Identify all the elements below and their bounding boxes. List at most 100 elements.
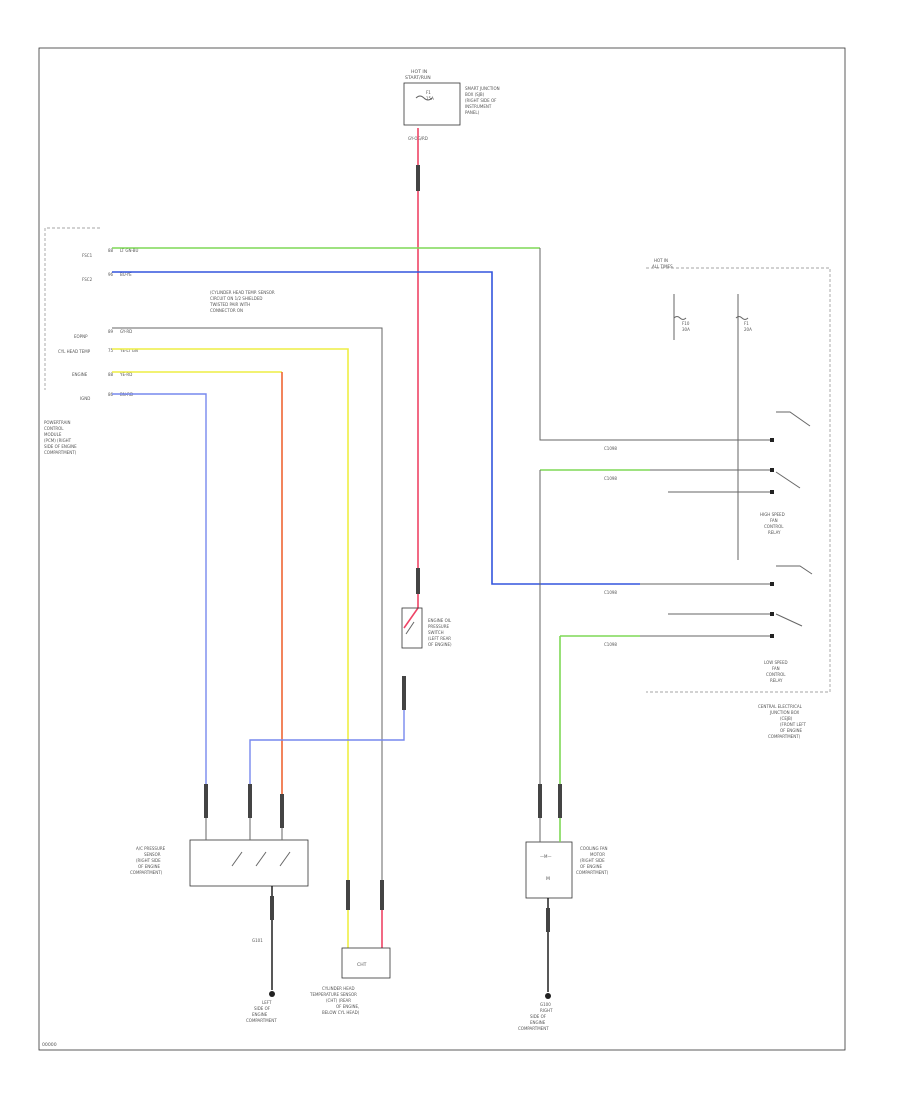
svg-text:OF ENGINE): OF ENGINE) bbox=[428, 642, 452, 647]
svg-text:A/C PRESSURE: A/C PRESSURE bbox=[136, 846, 166, 851]
ac-pressure-sensor: A/C PRESSURE SENSOR (RIGHT SIDE OF ENGIN… bbox=[130, 818, 309, 1023]
svg-text:HOT IN: HOT IN bbox=[411, 69, 427, 75]
svg-text:(RIGHT SIDE: (RIGHT SIDE bbox=[580, 858, 605, 863]
svg-text:LOW SPEED: LOW SPEED bbox=[764, 660, 788, 665]
svg-text:FSC1: FSC1 bbox=[82, 253, 93, 258]
svg-text:F10: F10 bbox=[682, 321, 690, 326]
svg-text:MOTOR: MOTOR bbox=[590, 852, 605, 857]
svg-text:M: M bbox=[546, 876, 550, 882]
svg-text:(CHT) (REAR: (CHT) (REAR bbox=[326, 998, 351, 1003]
pcm-module: FSC1 FSC2 EOPNP CYL HEAD TEMP ENGINE IGN… bbox=[44, 227, 275, 455]
high-speed-fan-relay: HIGH SPEED FAN CONTROL RELAY bbox=[539, 411, 811, 784]
svg-text:CENTRAL ELECTRICAL: CENTRAL ELECTRICAL bbox=[758, 704, 803, 709]
svg-text:30A: 30A bbox=[682, 327, 690, 332]
svg-text:C1098: C1098 bbox=[604, 476, 617, 481]
svg-text:FSC2: FSC2 bbox=[82, 277, 93, 282]
hot-all-times-block: HOT IN ALL TIMES F10 30A F1 20A bbox=[646, 258, 831, 693]
svg-text:(PCM) (RIGHT: (PCM) (RIGHT bbox=[44, 438, 72, 443]
svg-text:BU-YE: BU-YE bbox=[120, 272, 132, 277]
svg-text:SWITCH: SWITCH bbox=[428, 630, 444, 635]
svg-text:88: 88 bbox=[108, 248, 114, 253]
wire-blue-oil bbox=[249, 676, 405, 784]
svg-text:(CEJB): (CEJB) bbox=[780, 716, 793, 721]
svg-text:ENGINE OIL: ENGINE OIL bbox=[428, 618, 452, 623]
svg-text:PRESSURE: PRESSURE bbox=[428, 624, 450, 629]
fuse-icon bbox=[673, 316, 749, 320]
svg-text:IGND: IGND bbox=[80, 396, 90, 401]
low-speed-fan-relay: LOW SPEED FAN CONTROL RELAY bbox=[559, 565, 813, 784]
page-border bbox=[38, 47, 846, 1051]
svg-text:96: 96 bbox=[108, 272, 114, 277]
svg-text:GY-RD: GY-RD bbox=[120, 329, 132, 334]
svg-text:HOT IN: HOT IN bbox=[654, 258, 668, 263]
svg-text:SIDE OF: SIDE OF bbox=[254, 1006, 271, 1011]
svg-text:(LEFT REAR: (LEFT REAR bbox=[428, 636, 451, 641]
svg-text:(CYLINDER HEAD TEMP. SENSOR: (CYLINDER HEAD TEMP. SENSOR bbox=[210, 290, 275, 295]
svg-text:RELAY: RELAY bbox=[768, 530, 781, 535]
svg-text:YE-LT GN: YE-LT GN bbox=[119, 348, 138, 353]
svg-text:START/RUN: START/RUN bbox=[405, 75, 431, 81]
svg-text:RELAY: RELAY bbox=[770, 678, 783, 683]
svg-text:20A: 20A bbox=[744, 327, 752, 332]
svg-text:JUNCTION BOX: JUNCTION BOX bbox=[769, 710, 799, 715]
svg-text:ENGINE: ENGINE bbox=[72, 372, 88, 377]
svg-text:OF ENGINE: OF ENGINE bbox=[780, 728, 803, 733]
svg-text:TEMPERATURE SENSOR: TEMPERATURE SENSOR bbox=[309, 992, 357, 997]
svg-text:75: 75 bbox=[108, 348, 114, 353]
wire-blue-fsc2 bbox=[112, 271, 640, 585]
svg-text:BOX (SJB): BOX (SJB) bbox=[465, 92, 485, 97]
svg-text:CHT: CHT bbox=[357, 962, 367, 968]
svg-text:ALL TIMES: ALL TIMES bbox=[652, 264, 673, 269]
svg-text:YE-RD: YE-RD bbox=[119, 372, 132, 377]
svg-text:COMPARTMENT): COMPARTMENT) bbox=[130, 870, 163, 875]
svg-text:SIDE OF ENGINE: SIDE OF ENGINE bbox=[44, 444, 77, 449]
page-number: 00000 bbox=[42, 1042, 57, 1048]
wire-gray-eopnp bbox=[112, 327, 383, 880]
svg-text:SIDE OF: SIDE OF bbox=[530, 1014, 547, 1019]
svg-text:POWERTRAIN: POWERTRAIN bbox=[44, 420, 71, 425]
cht-sensor: CHT CYLINDER HEAD TEMPERATURE SENSOR (CH… bbox=[309, 947, 391, 1015]
cejb-label: CENTRAL ELECTRICAL JUNCTION BOX (CEJB) (… bbox=[758, 704, 806, 739]
svg-text:EOPNP: EOPNP bbox=[74, 334, 88, 339]
svg-text:OF ENGINE: OF ENGINE bbox=[580, 864, 603, 869]
svg-text:OF ENGINE: OF ENGINE bbox=[138, 864, 161, 869]
svg-text:COMPARTMENT): COMPARTMENT) bbox=[576, 870, 609, 875]
svg-text:CONTROL: CONTROL bbox=[766, 672, 786, 677]
engine-oil-pressure-switch: ENGINE OIL PRESSURE SWITCH (LEFT REAR OF… bbox=[401, 607, 452, 649]
svg-text:15A: 15A bbox=[426, 96, 434, 101]
svg-text:OF ENGINE,: OF ENGINE, bbox=[336, 1004, 359, 1009]
svg-text:CONNECTOR ON: CONNECTOR ON bbox=[210, 308, 243, 313]
wire-yellow-cht bbox=[112, 348, 349, 880]
svg-text:C1098: C1098 bbox=[604, 590, 617, 595]
svg-text:C1098: C1098 bbox=[604, 642, 617, 647]
wire-lblue-ignd bbox=[112, 393, 207, 784]
svg-text:COOLING FAN: COOLING FAN bbox=[580, 846, 608, 851]
svg-text:FAN: FAN bbox=[772, 666, 780, 671]
svg-text:G101: G101 bbox=[252, 938, 263, 943]
svg-text:88: 88 bbox=[108, 372, 114, 377]
svg-text:COMPARTMENT): COMPARTMENT) bbox=[768, 734, 801, 739]
svg-text:—M—: —M— bbox=[540, 854, 551, 859]
svg-text:PANEL): PANEL) bbox=[465, 110, 480, 115]
svg-text:LEFT: LEFT bbox=[262, 1000, 272, 1005]
svg-text:SENSOR: SENSOR bbox=[144, 852, 161, 857]
svg-text:FAN: FAN bbox=[770, 518, 778, 523]
fuse-icon bbox=[415, 95, 433, 101]
svg-text:(FRONT LEFT: (FRONT LEFT bbox=[780, 722, 806, 727]
svg-text:COMPARTMENT: COMPARTMENT bbox=[518, 1026, 549, 1031]
svg-text:RIGHT: RIGHT bbox=[540, 1008, 553, 1013]
svg-text:TWISTED PAIR WITH: TWISTED PAIR WITH bbox=[209, 302, 250, 307]
svg-text:COMPARTMENT): COMPARTMENT) bbox=[44, 450, 77, 455]
svg-text:MODULE: MODULE bbox=[44, 432, 62, 437]
svg-text:SMART JUNCTION: SMART JUNCTION bbox=[465, 86, 500, 91]
svg-text:BELOW CYL HEAD): BELOW CYL HEAD) bbox=[322, 1010, 360, 1015]
svg-text:LT GN-BU: LT GN-BU bbox=[120, 248, 139, 253]
svg-text:CONTROL: CONTROL bbox=[44, 426, 64, 431]
svg-text:CONTROL: CONTROL bbox=[764, 524, 784, 529]
svg-text:F1: F1 bbox=[744, 321, 749, 326]
svg-text:(RIGHT SIDE: (RIGHT SIDE bbox=[136, 858, 161, 863]
svg-text:CYLINDER HEAD: CYLINDER HEAD bbox=[322, 986, 355, 991]
svg-text:86: 86 bbox=[108, 392, 114, 397]
cooling-fan-motor: —M— M COOLING FAN MOTOR (RIGHT SIDE OF E… bbox=[518, 784, 609, 1031]
